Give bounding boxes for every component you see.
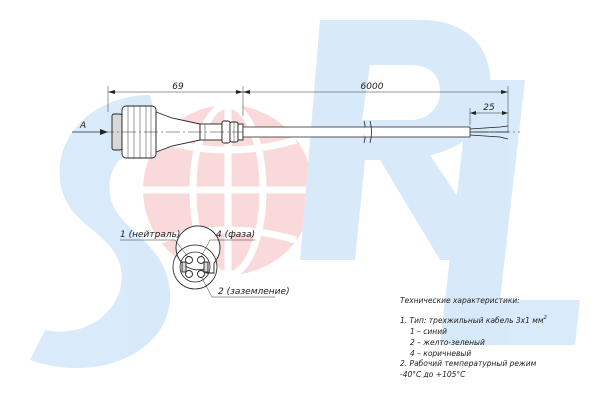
dim-label-6000: 6000 bbox=[361, 82, 384, 92]
pin1-label: 1 (нейтраль) bbox=[120, 230, 180, 240]
pin-2 bbox=[197, 270, 205, 278]
specs-line3: -40°C до +105°C bbox=[400, 370, 466, 379]
specs-title: Технические характеристики: bbox=[400, 296, 520, 305]
specs-line2: 2. Рабочий температурный режим bbox=[400, 359, 537, 368]
specs-wire4: 4 – коричневый bbox=[410, 349, 471, 358]
connector-body bbox=[100, 105, 520, 159]
specs-line1-text: 1. Тип: трехжильный кабель 3х1 мм bbox=[400, 316, 544, 325]
pin4-label: 4 (фаза) bbox=[216, 230, 255, 240]
pin-1 bbox=[185, 256, 193, 264]
dimension-lines bbox=[107, 86, 509, 133]
watermark-letter-s bbox=[30, 95, 171, 369]
dim-label-69: 69 bbox=[172, 82, 184, 92]
specs-wire2: 2 – желто-зеленый bbox=[410, 338, 485, 347]
specs-wire1: 1 – синий bbox=[410, 327, 447, 336]
pin2-label: 2 (заземление) bbox=[218, 287, 290, 297]
watermark-letter-r bbox=[300, 20, 500, 260]
dim-label-25: 25 bbox=[483, 103, 495, 113]
view-label-a: A bbox=[79, 121, 86, 131]
cable bbox=[242, 120, 509, 144]
connector-face bbox=[120, 225, 275, 298]
specs-line1: 1. Тип: трехжильный кабель 3х1 мм2 bbox=[400, 315, 547, 325]
specifications: Технические характеристики: 1. Тип: трех… bbox=[400, 296, 547, 379]
specs-line1-sup: 2 bbox=[544, 315, 547, 321]
pin-4 bbox=[197, 256, 205, 264]
pin-3 bbox=[185, 270, 193, 278]
watermark-letter-l bbox=[440, 80, 580, 345]
